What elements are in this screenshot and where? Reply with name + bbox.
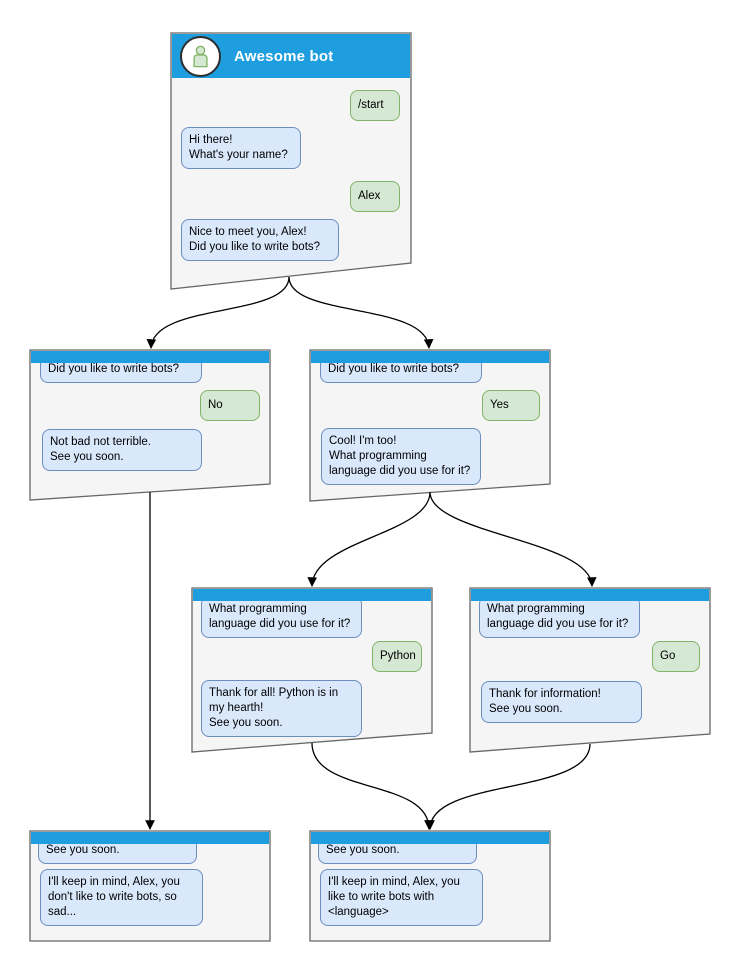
bot-message-bubble: I'll keep in mind, Alex, you don't like …	[40, 869, 203, 926]
bot-message-bubble: What programming language did you use fo…	[479, 596, 640, 638]
bot-avatar	[180, 35, 221, 77]
bot-message-bubble: Nice to meet you, Alex! Did you like to …	[181, 219, 339, 261]
user-message-bubble: Alex	[350, 181, 400, 212]
connector-yes-to-go	[429, 491, 597, 587]
bot-message-bubble: Thank for information! See you soon.	[481, 681, 642, 723]
connector-start-to-yes	[288, 276, 434, 349]
user-message-bubble: Go	[652, 641, 700, 672]
bot-message-bubble: Hi there! What's your name?	[181, 127, 301, 169]
bot-message-bubble: Cool! I'm too! What programming language…	[321, 428, 481, 485]
user-message-bubble: No	[200, 390, 260, 421]
window-titlebar	[31, 832, 269, 844]
window-titlebar	[193, 589, 431, 601]
bot-message-bubble: I'll keep in mind, Alex, you like to wri…	[320, 869, 483, 926]
bot-title: Awesome bot	[234, 47, 334, 65]
user-message-bubble: Python	[372, 641, 422, 672]
user-message-bubble: Yes	[482, 390, 540, 421]
connector-python-to-end	[311, 742, 434, 830]
window-titlebar	[311, 832, 549, 844]
connector-start-to-no	[146, 276, 290, 349]
chat-header: Awesome bot	[172, 34, 410, 78]
connector-go-to-end	[425, 743, 591, 830]
window-titlebar	[311, 351, 549, 363]
bot-message-bubble: Thank for all! Python is in my hearth! S…	[201, 680, 362, 737]
connector-yes-to-python	[307, 491, 431, 587]
user-message-bubble: /start	[350, 90, 400, 121]
window-titlebar	[31, 351, 269, 363]
person-icon	[193, 45, 208, 67]
bot-message-bubble: What programming language did you use fo…	[201, 596, 362, 638]
window-titlebar	[471, 589, 709, 601]
bot-message-bubble: Not bad not terrible. See you soon.	[42, 429, 202, 471]
